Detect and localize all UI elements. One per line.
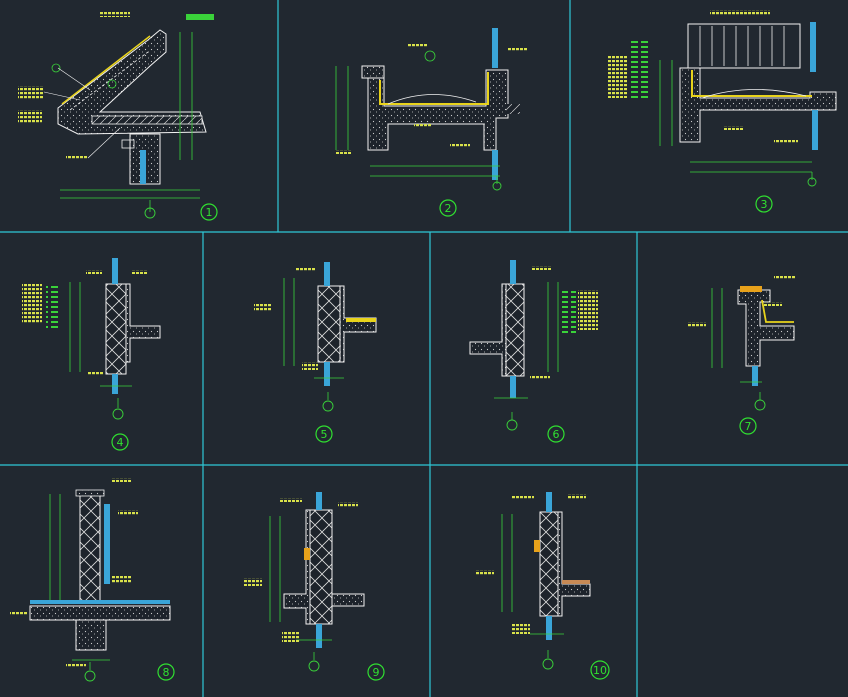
detail-2-gutter-section	[335, 28, 528, 191]
svg-text:7: 7	[745, 420, 752, 433]
detail-6-wall-section	[469, 260, 598, 431]
detail-9-wall-section	[244, 492, 365, 672]
detail-5-label: 5	[315, 425, 333, 443]
detail-6-label: 6	[547, 425, 565, 443]
svg-text:2: 2	[445, 202, 452, 215]
detail-7-parapet-section	[688, 276, 796, 411]
svg-text:4: 4	[117, 436, 124, 449]
detail-3-railing-section	[608, 10, 837, 187]
svg-text:9: 9	[373, 666, 380, 679]
detail-1-label: 1	[200, 203, 218, 221]
detail-1-eave-section	[18, 12, 214, 219]
svg-text:10: 10	[593, 664, 607, 677]
detail-10-label: 10	[590, 660, 610, 680]
svg-text:3: 3	[761, 198, 768, 211]
svg-text:1: 1	[206, 206, 213, 219]
svg-text:5: 5	[321, 428, 328, 441]
detail-4-wall-section	[22, 258, 161, 420]
detail-9-label: 9	[367, 663, 385, 681]
svg-text:8: 8	[163, 666, 170, 679]
detail-5-wall-section	[254, 262, 377, 412]
detail-2-label: 2	[439, 199, 457, 217]
detail-8-label: 8	[157, 663, 175, 681]
detail-10-wall-section	[476, 492, 591, 670]
detail-7-label: 7	[739, 417, 757, 435]
detail-4-label: 4	[111, 433, 129, 451]
detail-3-label: 3	[755, 195, 773, 213]
svg-text:6: 6	[553, 428, 560, 441]
detail-8-foundation-section	[10, 478, 171, 682]
